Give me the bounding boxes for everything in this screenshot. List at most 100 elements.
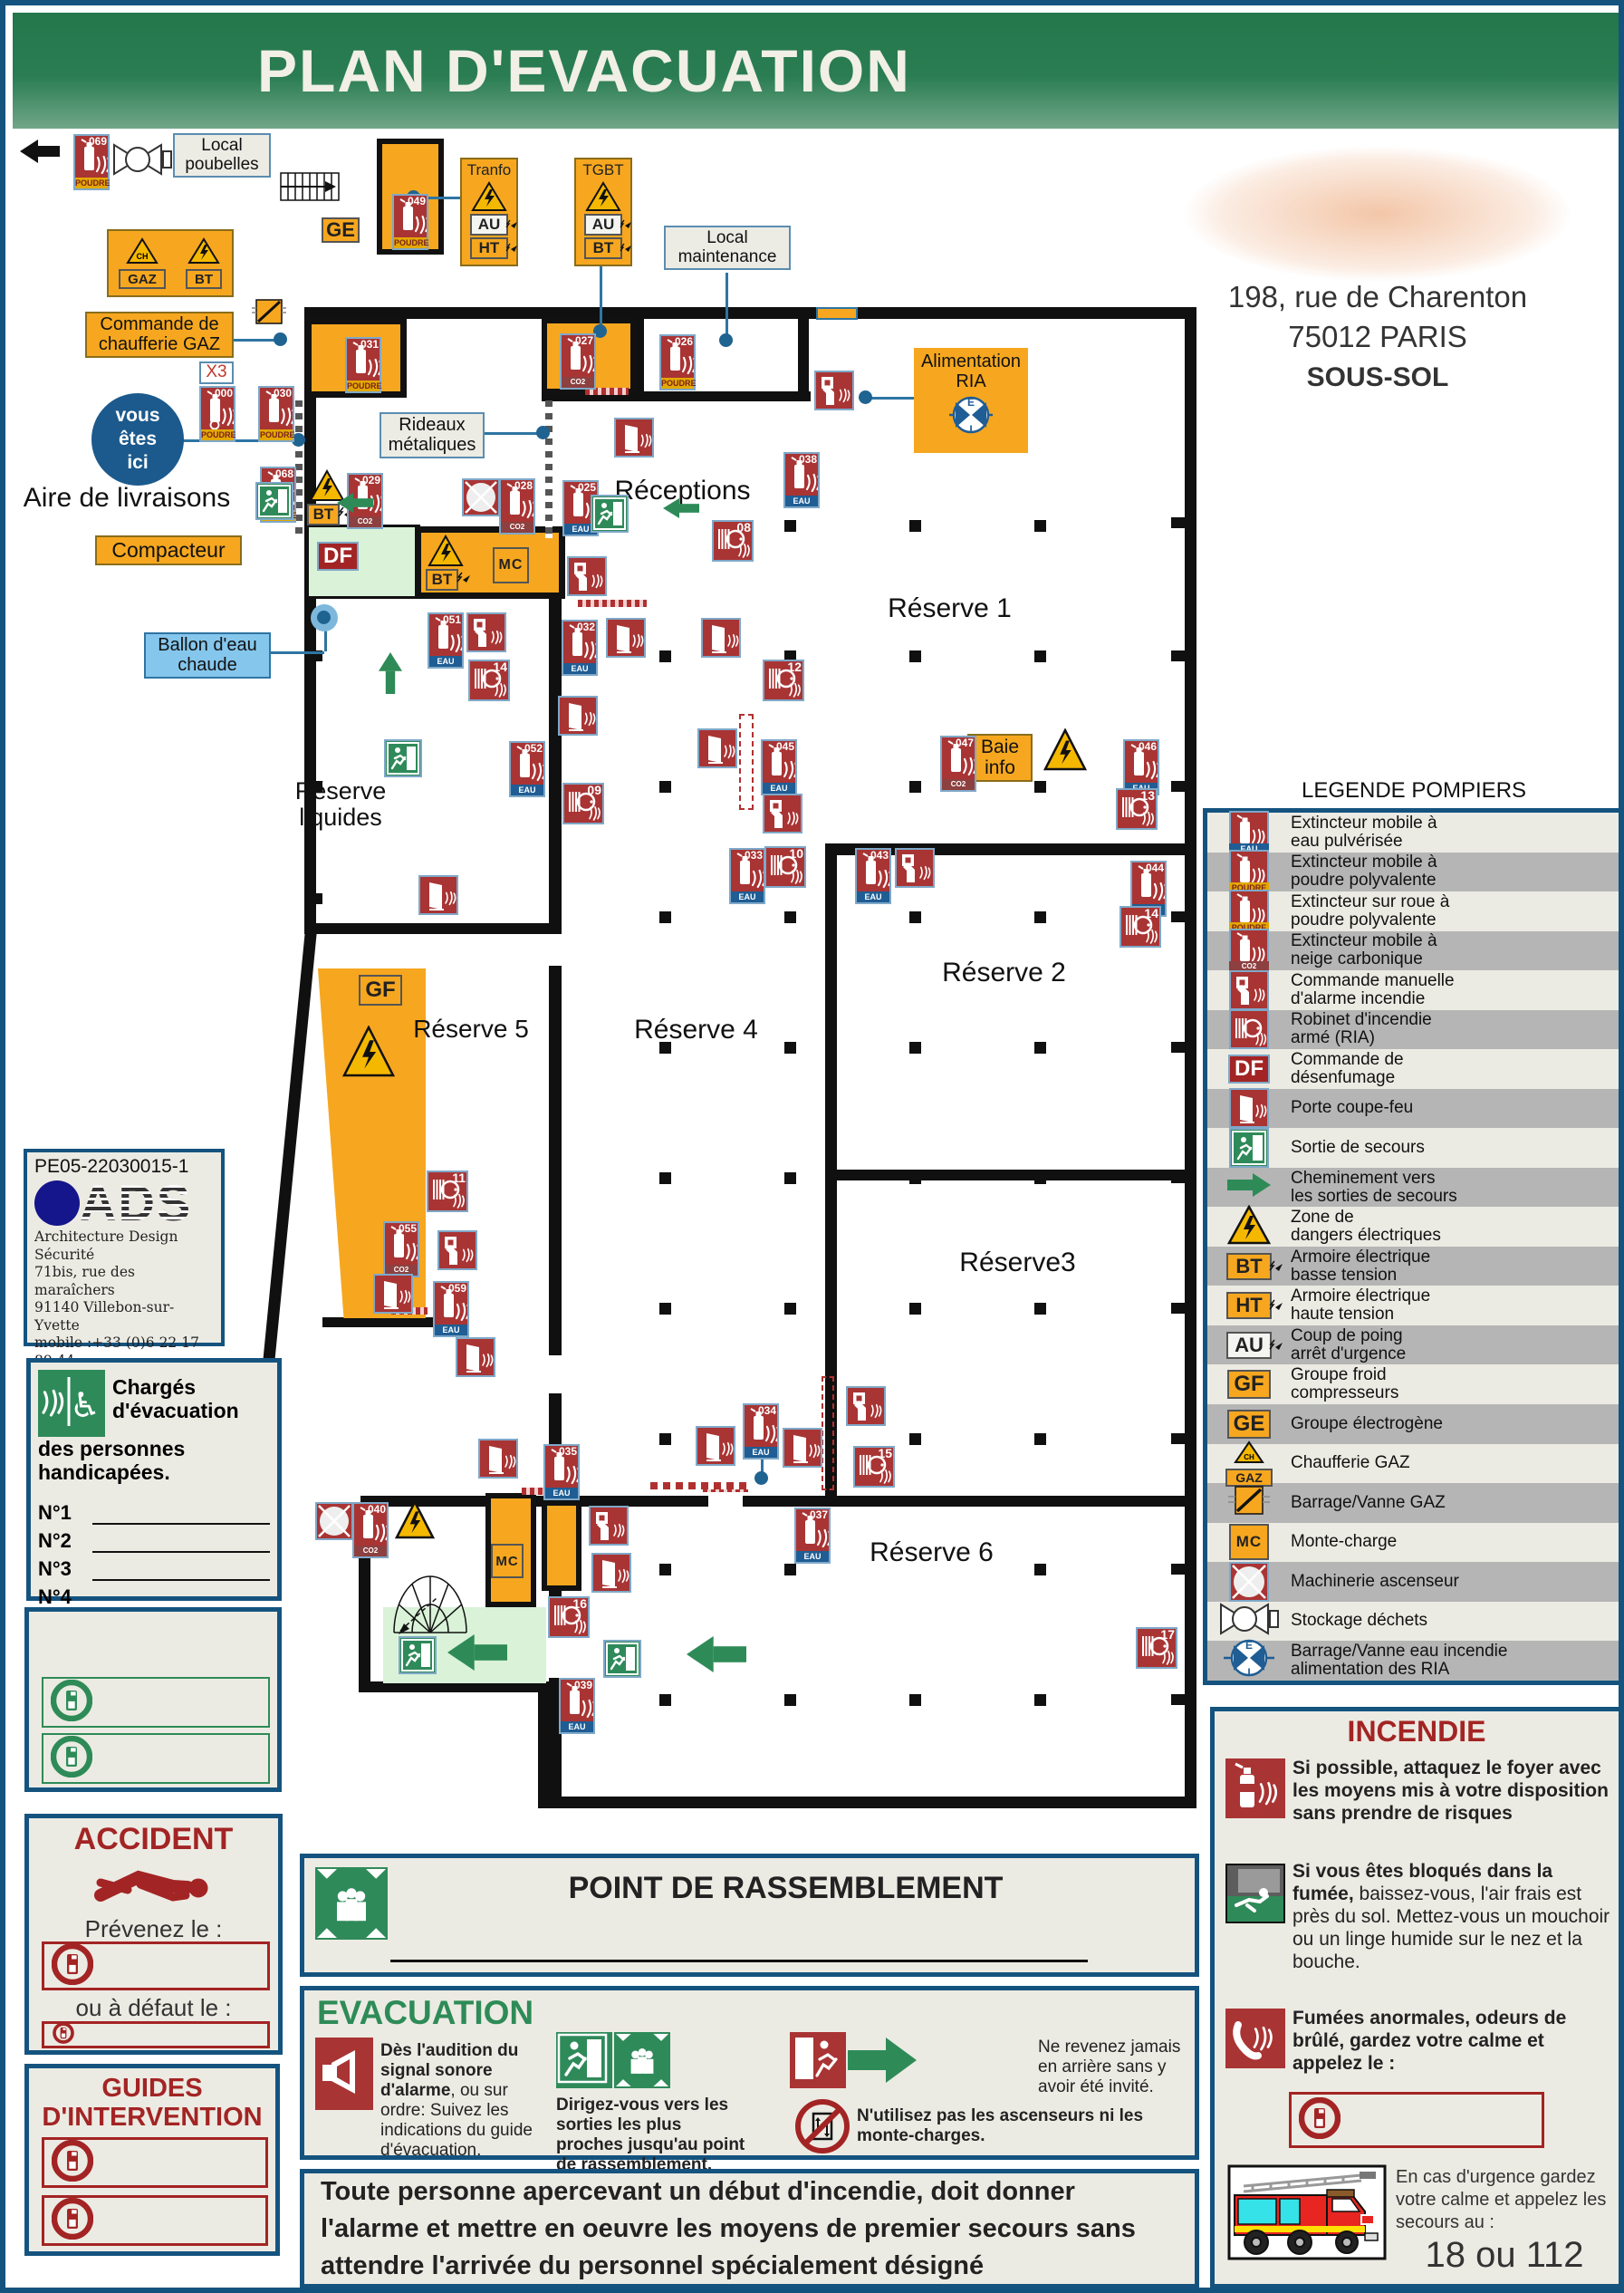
- plan-graphic: CO2: [501, 522, 533, 533]
- plan-graphic: [433, 1180, 445, 1199]
- label-r-serve: Réserve liquides: [294, 777, 387, 832]
- label-r-serve-1: Réserve 1: [888, 593, 1012, 623]
- plan-graphic: [606, 1643, 639, 1675]
- pillar: [784, 1564, 796, 1575]
- wall: [825, 843, 837, 1181]
- plan-graphic: [1163, 883, 1168, 900]
- legend-icon-cell: POUDRE: [1207, 889, 1291, 933]
- plan-graphic: [363, 1515, 373, 1538]
- plan-graphic: [789, 682, 801, 698]
- plan-graphic: [1138, 865, 1144, 870]
- phone-icon: [1298, 2096, 1341, 2144]
- legend-icon-cell: [1207, 1009, 1291, 1050]
- legend-row-exit: Sortie de secours: [1207, 1128, 1619, 1169]
- handicap-evacuation-box: ♿ Chargés d'évacuation des personnes han…: [26, 1358, 282, 1609]
- plan-reference: PE05-22030015-1: [34, 1156, 189, 1177]
- plan-graphic: 068: [274, 467, 293, 480]
- leader-line: [483, 432, 542, 435]
- plan-graphic: [762, 871, 767, 887]
- plan-graphic: 08: [736, 520, 751, 535]
- fire-door-line: [739, 714, 754, 810]
- plan-graphic: [592, 356, 598, 372]
- pillar: [909, 781, 921, 793]
- plan-graphic: [590, 800, 593, 804]
- plan-graphic: [888, 1470, 891, 1483]
- plan-graphic: [471, 181, 507, 211]
- guides-phone-field-1: [42, 2137, 268, 2188]
- fire-door-icon: [783, 1428, 822, 1468]
- plan-graphic: [271, 394, 277, 399]
- alarm-button-icon: [814, 371, 854, 410]
- plan-graphic: POUDRE: [347, 381, 382, 391]
- fire-door-icon: [558, 696, 598, 736]
- hose-reel-icon-11: 11: [427, 1171, 468, 1212]
- plan-graphic: [640, 433, 652, 448]
- au-icon: AU: [1226, 1331, 1283, 1359]
- plan-graphic: [278, 489, 287, 513]
- leader-line: [866, 397, 914, 400]
- plan-graphic: [410, 1242, 417, 1262]
- plan-graphic: [793, 682, 798, 698]
- evacuation-instruction-1-rest: , ou sur ordre: Suivez les indications d…: [380, 2081, 533, 2160]
- legend-icon-cell: MC: [1207, 1524, 1291, 1561]
- plan-graphic: [462, 1248, 474, 1263]
- plan-graphic: 035: [558, 1445, 577, 1458]
- plan-graphic: [953, 744, 959, 748]
- alarm-icon: [1229, 969, 1269, 1010]
- plan-graphic: [1142, 811, 1154, 826]
- pillar: [909, 1303, 921, 1315]
- plan-graphic: [880, 1463, 884, 1467]
- incendie-phone-field: [1289, 2092, 1544, 2148]
- plan-graphic: 040: [367, 1503, 386, 1516]
- leader-line: [232, 339, 277, 342]
- plan-graphic: [449, 634, 455, 651]
- address-line3: SOUS-SOL: [1306, 362, 1449, 392]
- plan-graphic: [440, 621, 447, 625]
- legend-row-door-dash: Porte coupe-feu: [1207, 1088, 1619, 1129]
- plan-graphic: [754, 1416, 764, 1440]
- plan-graphic: [620, 219, 631, 228]
- plan-graphic: [510, 491, 520, 515]
- wall: [304, 307, 316, 934]
- label-r-serve-2: Réserve 2: [942, 958, 1066, 988]
- plan-graphic: 14: [1144, 906, 1158, 920]
- plan-graphic: [824, 380, 831, 386]
- plan-graphic: [556, 1452, 562, 1457]
- plan-graphic: [774, 747, 780, 752]
- plan-graphic: 037: [809, 1508, 828, 1521]
- extinguisher-icon-046: 046EAU: [1123, 739, 1161, 795]
- plan-graphic: [575, 571, 587, 591]
- plan-graphic: [822, 385, 834, 405]
- incendie-urgence-text: En cas d'urgence gardez votre calme et a…: [1396, 2167, 1607, 2232]
- plan-graphic: [870, 1404, 874, 1417]
- plan-graphic: [384, 1281, 397, 1308]
- plan-graphic: [809, 1443, 821, 1459]
- plan-graphic: [756, 869, 763, 889]
- plan-graphic: [1156, 762, 1161, 778]
- wall-tick: [1171, 1694, 1185, 1705]
- plan-graphic: [258, 485, 291, 517]
- pillar: [1034, 1564, 1046, 1575]
- plan-graphic: [454, 1188, 457, 1191]
- plan-graphic: [419, 215, 426, 235]
- badge-mc: MC: [491, 1544, 524, 1578]
- plan-graphic: [1136, 747, 1142, 752]
- plan-graphic: 038: [798, 453, 817, 466]
- plan-graphic: [571, 346, 581, 370]
- alarm-button-icon: [589, 1506, 629, 1546]
- plan-graphic: [853, 1392, 882, 1421]
- plan-graphic: [95, 155, 111, 175]
- plan-graphic: [792, 863, 795, 867]
- spiral-stairs-icon: [391, 1571, 469, 1636]
- plan-graphic: [256, 300, 282, 323]
- plan-graphic: 045: [775, 740, 794, 753]
- plan-graphic: EAU: [785, 496, 818, 506]
- plan-graphic: [440, 1286, 447, 1290]
